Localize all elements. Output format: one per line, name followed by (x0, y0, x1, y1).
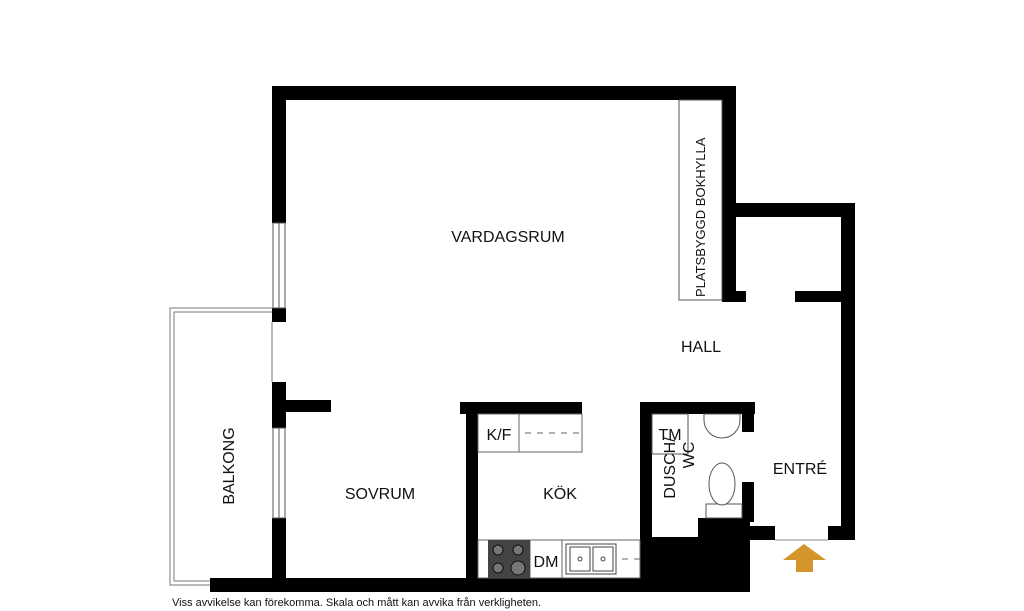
fixture-label-kf: K/F (487, 427, 512, 444)
walls (210, 86, 855, 592)
disclaimer: Viss avvikelse kan förekomma. Skala och … (172, 597, 542, 609)
room-label-entre: ENTRÉ (773, 459, 827, 478)
windows (272, 222, 286, 519)
bathroom-fixtures (651, 413, 743, 519)
room-label-kok: KÖK (543, 485, 577, 503)
room-label-hall: HALL (681, 339, 721, 356)
room-label-wc: WC (681, 442, 698, 469)
fixture-label-tm: TM (658, 427, 681, 444)
toilet-tank (705, 503, 743, 519)
bookshelf-label: PLATSBYGGD BOKHYLLA (693, 137, 708, 297)
room-label-sovrum: SOVRUM (345, 486, 415, 503)
built-in-bookshelf (678, 99, 723, 301)
sink-icon (565, 543, 617, 575)
fixture-label-dm: DM (534, 554, 559, 571)
arrow-up-icon (783, 544, 826, 572)
toilet-icon (708, 462, 736, 506)
room-label-vardagsrum: VARDAGSRUM (451, 229, 565, 246)
room-label-balkong: BALKONG (221, 427, 238, 504)
balcony (169, 307, 273, 586)
washbasin-icon (703, 413, 741, 439)
stove-icon (488, 540, 530, 578)
room-label-dusch: DUSCH/ (662, 437, 679, 499)
